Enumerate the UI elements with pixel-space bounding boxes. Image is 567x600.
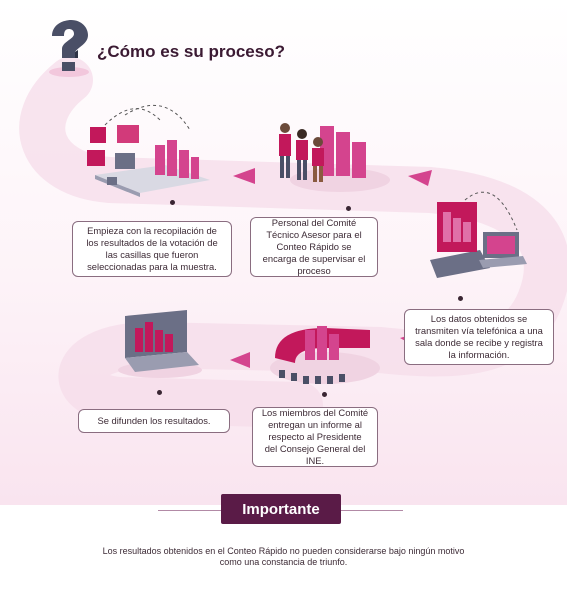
step-1-text: Empieza con la recopilación de los resul… (86, 225, 218, 272)
arrow-icon (233, 168, 255, 184)
committee-people-icon (279, 123, 390, 192)
step-5-box: Se difunden los resultados. (78, 409, 230, 433)
important-badge: Importante (221, 494, 341, 524)
step-4-box: Los miembros del Comité entregan un info… (252, 407, 378, 467)
meeting-table-icon (270, 326, 380, 384)
connector-dot (346, 206, 351, 211)
step-2-box: Personal del Comité Técnico Asesor para … (250, 217, 378, 277)
connector-dot (157, 390, 162, 395)
step-5-text: Se difunden los resultados. (97, 415, 211, 426)
page-title: ¿Cómo es su proceso? (97, 42, 285, 61)
laptop-results-icon (118, 310, 202, 378)
arrow-icon (408, 170, 432, 186)
step-2-text: Personal del Comité Técnico Asesor para … (262, 217, 366, 276)
arrow-icon (230, 352, 250, 368)
step-1-box: Empieza con la recopilación de los resul… (72, 221, 232, 277)
question-mark-icon (49, 20, 89, 77)
connector-dot (170, 200, 175, 205)
step-3-box: Los datos obtenidos se transmiten vía te… (404, 309, 554, 365)
step-4-text: Los miembros del Comité entregan un info… (261, 407, 369, 466)
step-3-text: Los datos obtenidos se transmiten vía te… (415, 313, 543, 360)
connector-dot (458, 296, 463, 301)
phone-monitor-icon (430, 191, 527, 278)
important-note: Los resultados obtenidos en el Conteo Rá… (102, 546, 465, 567)
connector-dot (322, 392, 327, 397)
ballot-boxes-icon (87, 104, 210, 197)
